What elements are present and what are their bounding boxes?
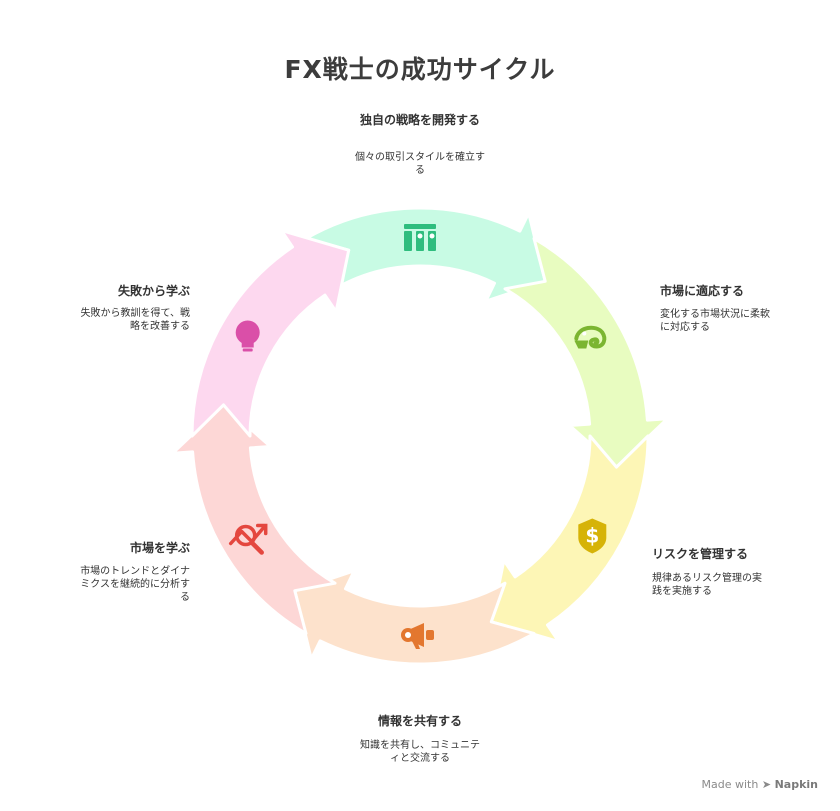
footer-brand: Napkin (774, 778, 818, 791)
analysis-icon (228, 523, 268, 555)
dollar-shield-icon: $ (578, 518, 607, 554)
step-desc-manage-risk: 規律あるリスク管理の実践を実施する (652, 573, 762, 597)
step-desc-develop-strategy: 個々の取引スタイルを確立する (355, 152, 485, 176)
step-desc-share-info: 知識を共有し、コミュニティと交流する (360, 740, 480, 764)
step-title-adapt-market: 市場に適応する (660, 284, 745, 298)
diagram-title: FX戦士の成功サイクル (284, 55, 556, 84)
step-title-learn-failure: 失敗から学ぶ (117, 284, 190, 298)
napkin-logo-icon: ➤ (761, 778, 772, 791)
step-desc-adapt-market: 変化する市場状況に柔軟に対応する (660, 309, 770, 333)
step-desc-learn-failure: 失敗から教訓を得て、戦略を改善する (80, 308, 191, 332)
footer-prefix: Made with (701, 778, 759, 791)
lightbulb-icon (235, 320, 260, 352)
step-title-manage-risk: リスクを管理する (652, 547, 749, 561)
svg-text:$: $ (585, 524, 599, 548)
step-title-develop-strategy: 独自の戦略を開発する (359, 113, 480, 127)
chameleon-icon (574, 325, 607, 349)
footer-credit: Made with ➤ Napkin (702, 778, 818, 791)
step-title-learn-market: 市場を学ぶ (129, 541, 190, 555)
step-title-share-info: 情報を共有する (377, 714, 462, 728)
cycle-arrow-5 (190, 228, 351, 438)
step-desc-learn-market: 市場のトレンドとダイナミクスを継続的に分析する (80, 566, 190, 603)
cycle-arrow-2 (489, 434, 650, 644)
strategy-icon (404, 224, 436, 251)
megaphone-icon (401, 623, 434, 649)
